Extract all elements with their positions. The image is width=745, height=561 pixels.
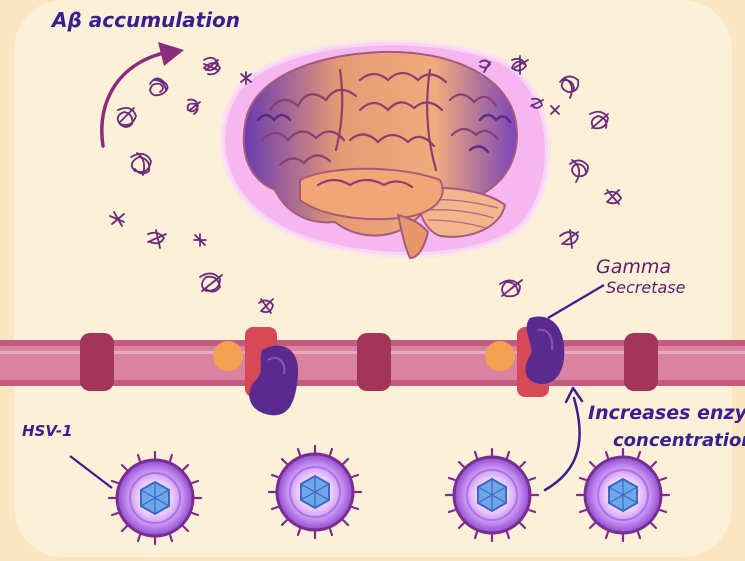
amyloid-plaque-icon bbox=[550, 105, 560, 115]
virus-icon bbox=[575, 447, 671, 543]
membrane-protein bbox=[357, 333, 391, 391]
accumulation-arrow bbox=[100, 42, 184, 148]
amyloid-plaque-icon bbox=[199, 272, 223, 293]
arrowhead bbox=[158, 42, 184, 66]
gamma-pointer-line bbox=[547, 284, 605, 319]
arrow-icon bbox=[100, 50, 170, 148]
membrane-proteins bbox=[80, 333, 658, 391]
amyloid-plaque-icon bbox=[559, 75, 580, 99]
amyloid-plaque-icon bbox=[604, 189, 623, 205]
concentration-label: concentration bbox=[613, 430, 745, 451]
secretase-label: Secretase bbox=[606, 278, 686, 297]
amyloid-plaque-icon bbox=[499, 279, 523, 298]
arrow-icon bbox=[543, 396, 581, 492]
hsv-virus-4 bbox=[575, 447, 671, 543]
secretase-complex-right bbox=[485, 316, 565, 397]
hsv-pointer-line bbox=[69, 455, 113, 489]
virus-icon bbox=[444, 447, 540, 543]
amyloid-plaque-icon bbox=[530, 97, 544, 109]
amyloid-plaque-icon bbox=[116, 107, 137, 128]
virus-icon bbox=[107, 450, 203, 546]
virus-icon bbox=[267, 444, 363, 540]
increases-arrow bbox=[543, 386, 584, 492]
amyloid-plaque-icon bbox=[479, 59, 492, 73]
hsv-virus-1 bbox=[107, 450, 203, 546]
amyloid-plaque-icon bbox=[186, 98, 201, 115]
arrowhead bbox=[564, 386, 584, 404]
amyloid-plaque-icon bbox=[569, 159, 589, 183]
amyloid-plaques bbox=[109, 55, 623, 314]
amyloid-plaque-icon bbox=[147, 229, 167, 249]
amyloid-plaque-icon bbox=[202, 56, 222, 76]
amyloid-plaque-icon bbox=[240, 71, 252, 85]
hsv-label: HSV-1 bbox=[22, 422, 73, 440]
hsv-virus-2 bbox=[267, 444, 363, 540]
amyloid-plaque-icon bbox=[589, 110, 609, 130]
hsv-virus-3 bbox=[444, 447, 540, 543]
brain-icon bbox=[242, 50, 518, 260]
membrane-protein bbox=[80, 333, 114, 391]
membrane-protein bbox=[624, 333, 658, 391]
secretase-complex-left bbox=[213, 327, 299, 416]
amyloid-plaque-icon bbox=[193, 233, 207, 247]
amyloid-plaque-icon bbox=[109, 211, 125, 227]
amyloid-plaque-icon bbox=[510, 55, 529, 75]
amyloid-plaque-icon bbox=[559, 229, 579, 249]
increases-enzyme-label: Increases enzyme bbox=[588, 402, 745, 424]
gamma-label: Gamma bbox=[596, 256, 672, 278]
amyloid-plaque-icon bbox=[258, 298, 274, 314]
amyloid-plaque-icon bbox=[149, 77, 169, 97]
background-panel bbox=[14, 0, 732, 557]
ab-accumulation-label: Aβ accumulation bbox=[52, 8, 241, 32]
amyloid-plaque-icon bbox=[130, 152, 152, 176]
